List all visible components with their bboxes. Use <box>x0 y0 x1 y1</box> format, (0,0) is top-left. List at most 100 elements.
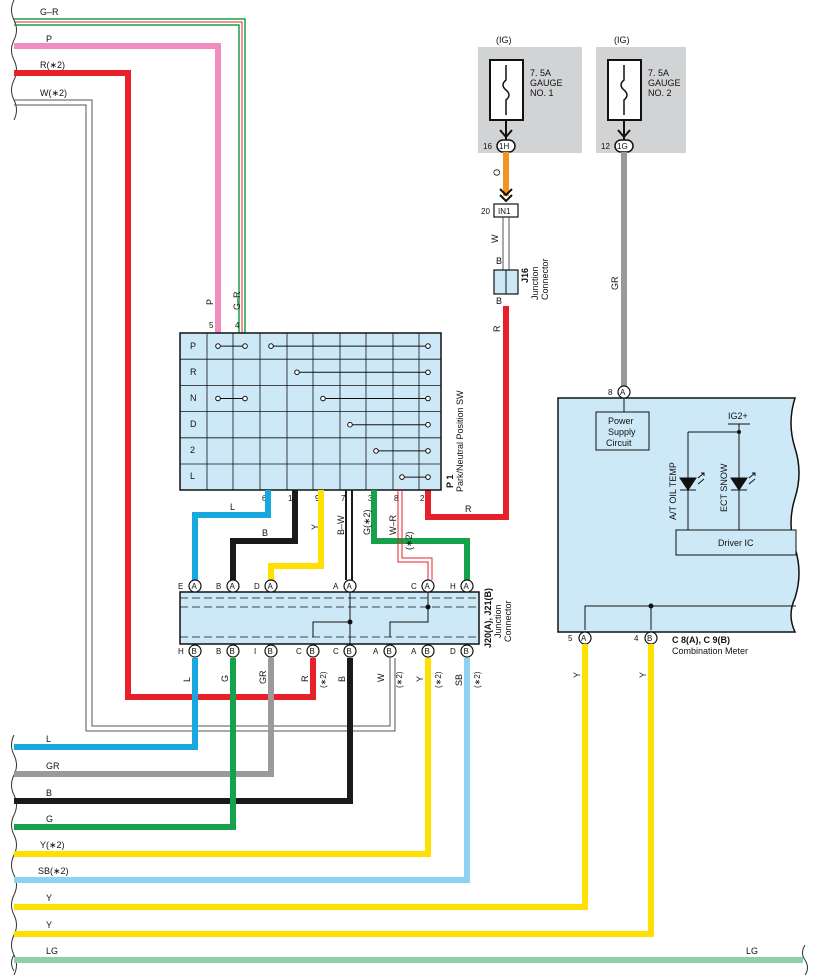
wire-red-r2 <box>14 70 316 700</box>
wire-blue-l-upper <box>192 490 271 580</box>
meter-wire-y-a: Y <box>572 672 582 678</box>
sw-pin-2: 2 <box>420 494 425 503</box>
junction-code: J20(A), J21(B) <box>483 588 493 648</box>
wire-green-g-lower <box>14 658 236 830</box>
jc-wire-gr: GR <box>258 670 268 684</box>
wire-label-r-j16: R <box>492 325 502 332</box>
junction-bottom-pin-circle <box>188 644 202 658</box>
sw-pin-8: 8 <box>394 494 399 503</box>
switch-contact-point <box>242 343 248 349</box>
jc-star-1: (∗2) <box>319 671 328 688</box>
switch-contact-point <box>399 474 405 480</box>
fuse1-ig: (IG) <box>496 35 512 45</box>
label-p: P <box>46 34 52 44</box>
sw-pin-6: 6 <box>262 494 267 503</box>
junction-top-pin-mark: A <box>347 582 353 591</box>
junction-bottom-pin-letter: D <box>450 647 456 656</box>
label-g: G <box>46 814 53 824</box>
power-supply-2: Supply <box>608 427 636 437</box>
jc-wire-g: G <box>220 675 230 682</box>
switch-contact-point <box>268 343 274 349</box>
power-supply-box <box>595 411 650 451</box>
in1-connector <box>493 203 519 218</box>
left-break-line <box>11 0 17 121</box>
label-lg-right: LG <box>746 946 758 956</box>
junction-top-pin-letter: C <box>411 582 417 591</box>
switch-contact-point <box>215 343 221 349</box>
switch-contact-point <box>425 474 431 480</box>
switch-contact-point <box>425 448 431 454</box>
meter-pin-4-num: 4 <box>634 634 639 643</box>
sw-top-pin-5: 5 <box>209 321 214 330</box>
meter-mark-a: A <box>581 634 587 643</box>
sw-wire-bw: B–W <box>336 515 346 535</box>
sw-pos-d: D <box>190 419 197 429</box>
sw-pin-9: 9 <box>315 494 320 503</box>
junction-name1: Junction <box>493 604 503 638</box>
wire-gray-gr-lower <box>14 658 274 777</box>
junction-top-pin-letter: D <box>254 582 260 591</box>
j16-code: J16 <box>520 268 530 283</box>
sw-wire-wr: W–R <box>388 515 398 536</box>
meter-pin-5-num: 5 <box>568 634 573 643</box>
j16-pin: B <box>496 296 502 306</box>
junction-bottom-pin-mark: B <box>268 647 273 656</box>
label-lg: LG <box>46 946 58 956</box>
junction-bottom-pin-circle <box>264 644 278 658</box>
junction-top-pin-circle <box>421 579 435 593</box>
junction-bottom-pin-circle <box>343 644 357 658</box>
label-l: L <box>46 734 51 744</box>
junction-top-pin-mark: A <box>464 582 470 591</box>
junction-bottom-pin-mark: B <box>192 647 197 656</box>
switch-contact-point <box>347 421 353 428</box>
junction-top-pin-mark: A <box>268 582 274 591</box>
wire-green-g-upper <box>371 490 470 580</box>
meter-mark-b: B <box>647 634 652 643</box>
switch-contact-point <box>215 395 221 402</box>
label-gr-top: G–R <box>40 7 59 17</box>
label-sb2: SB(∗2) <box>38 866 69 876</box>
junction-top-pin-letter: E <box>178 582 183 591</box>
wire-pink-p <box>14 43 221 333</box>
j16-name1: Junction <box>530 266 540 300</box>
fuse2-rating: 7. 5A <box>648 68 669 78</box>
junction-bottom-pin-mark: B <box>230 647 235 656</box>
j16-name2: Connector <box>540 258 550 300</box>
junction-bottom-pin-circle <box>306 644 320 658</box>
in1-pin: 20 <box>481 207 490 216</box>
junction-bottom-pin-circle <box>383 644 397 658</box>
led2-label: ECT SNOW <box>719 463 729 512</box>
junction-bottom-pin-circle <box>460 644 474 658</box>
wire-label-b-j16: B <box>496 256 502 266</box>
sw-wire-r: R <box>465 504 472 514</box>
junction-top-pin-circle <box>226 579 240 593</box>
wire-yellow-y-a <box>14 644 588 910</box>
label-r2: R(∗2) <box>40 60 65 70</box>
fuse2-ig: (IG) <box>614 35 630 45</box>
junction-bottom-pin-letter: B <box>216 647 221 656</box>
wire-yellow-y-upper <box>268 490 324 580</box>
label-y-a: Y <box>46 893 52 903</box>
sw-wire-l: L <box>230 502 235 512</box>
label-gr: GR <box>46 761 60 771</box>
wire-white-w2 <box>14 99 391 727</box>
sw-top-pin-4: 4 <box>235 321 240 330</box>
driver-ic-label: Driver IC <box>718 538 754 548</box>
wire-wr <box>397 490 429 580</box>
wire-yellow-y-b <box>14 644 654 937</box>
sw-name: Park/Neutral Position SW <box>455 390 465 492</box>
junction-bottom-pin-mark: B <box>347 647 352 656</box>
sw-wire-star: (∗2) <box>404 531 414 550</box>
sw-wire-g2: G(∗2) <box>362 509 372 535</box>
label-b: B <box>46 788 52 798</box>
sw-pin-1: 1 <box>288 494 293 503</box>
junction-top-pin-circle <box>460 579 474 593</box>
junction-bottom-pin-letter: A <box>411 647 417 656</box>
sw-pos-p: P <box>190 341 196 351</box>
fuse1-name2: NO. 1 <box>530 88 554 98</box>
label-y-b: Y <box>46 920 52 930</box>
jc-wire-y: Y <box>415 676 425 682</box>
wire-label-o: O <box>492 169 502 176</box>
jc-wire-b: B <box>337 676 347 682</box>
